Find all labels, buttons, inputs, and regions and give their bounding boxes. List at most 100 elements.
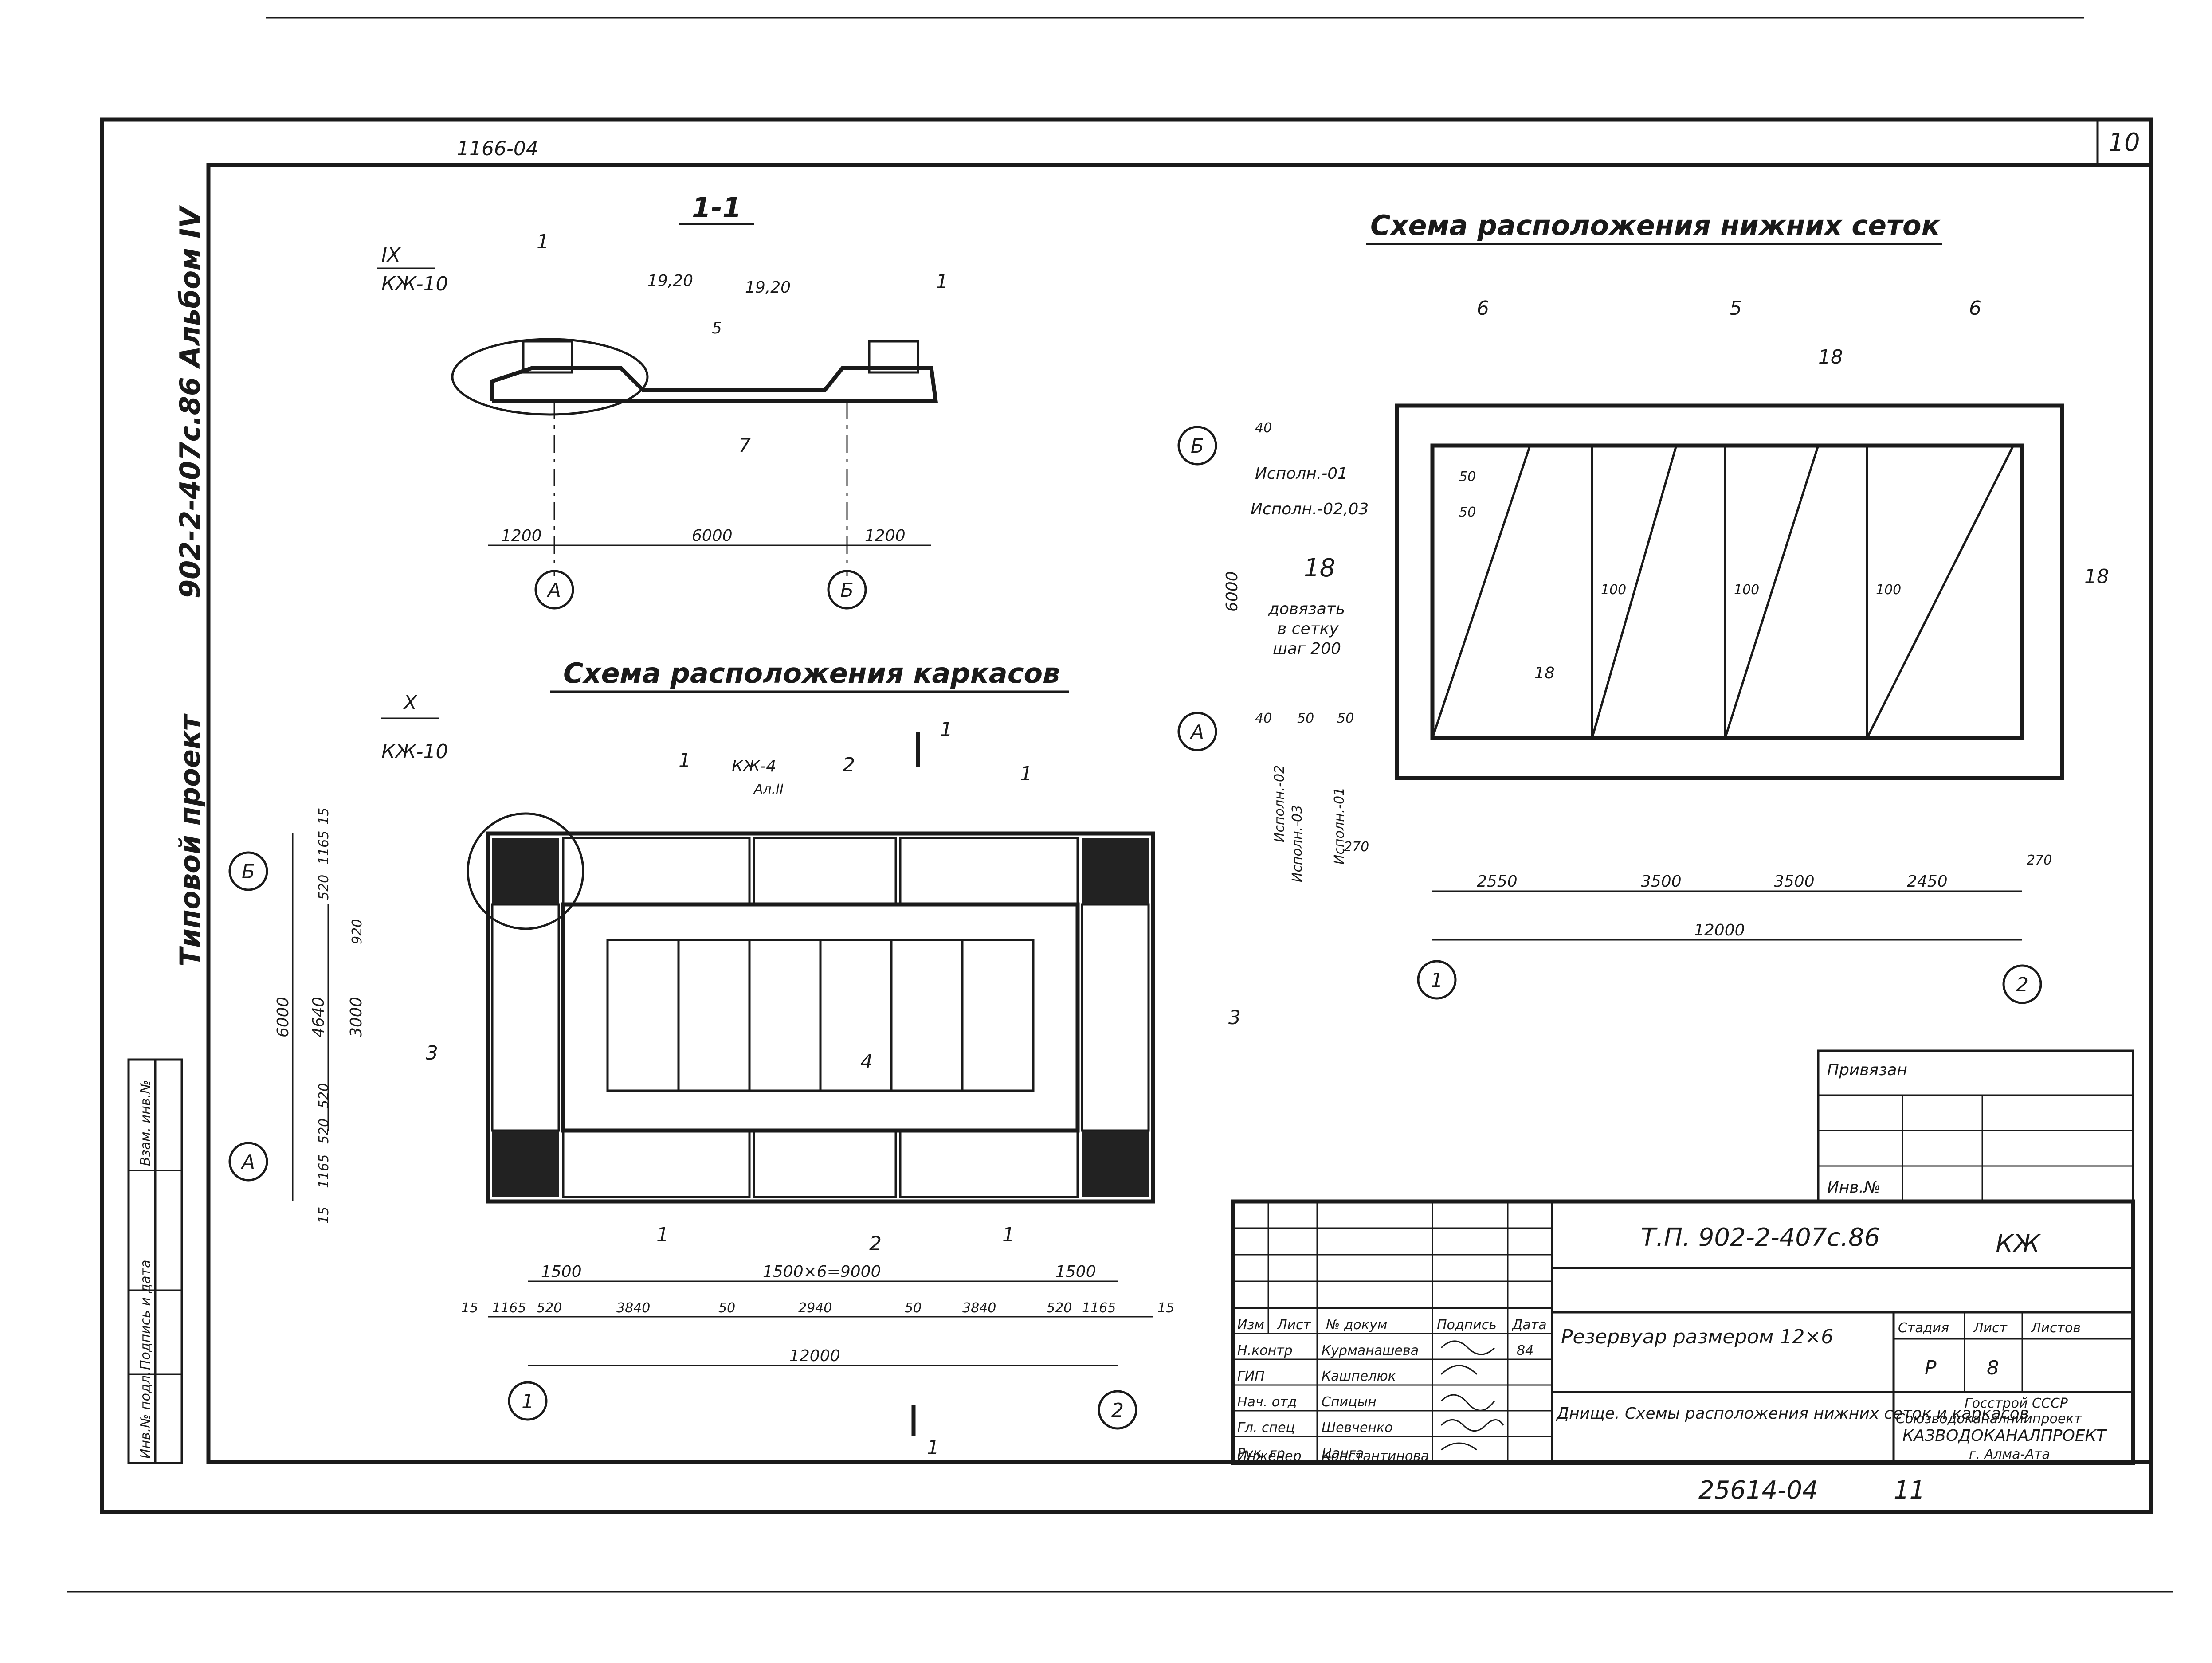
frames-scheme: Схема расположения каркасов X КЖ-10 КЖ-4…	[228, 657, 1241, 1459]
frames-total: 12000	[789, 1347, 840, 1365]
corner-grid-tr	[1082, 838, 1149, 904]
mesh-exec-02-03: Исполн.-02,03	[1251, 500, 1369, 518]
frames-axis-1: 1	[522, 1390, 534, 1413]
mesh-label-18a: 18	[1818, 346, 1843, 368]
frames-node-circle	[467, 812, 584, 930]
mesh-dim-1: 2550	[1477, 873, 1518, 891]
frames-label-3b: 3	[1228, 1006, 1241, 1029]
frames-bdim-3840a: 3840	[616, 1300, 650, 1316]
frames-label-2a: 2	[843, 754, 855, 776]
frames-span-1500a: 1500	[541, 1263, 582, 1281]
mesh-axis-a: А	[1189, 721, 1204, 743]
left-stamp: Инв.№ подл. Подпись и дата Взам. инв.№	[127, 1058, 183, 1464]
role-2: ГИП	[1237, 1369, 1265, 1384]
tb-sheets-label: Листов	[2031, 1320, 2081, 1336]
mesh-exec-03: Исполн.-03	[1290, 805, 1305, 882]
mesh-axis-b: Б	[1191, 435, 1204, 458]
frames-ldim-920: 920	[349, 919, 365, 944]
stamp-replace-inv: Взам. инв.№	[138, 1080, 153, 1166]
frames-label-4: 4	[860, 1051, 873, 1073]
mesh-small-dim-3: 50	[1459, 505, 1476, 520]
frame-kr3-right	[1081, 903, 1150, 1132]
frames-bdim-520a: 520	[537, 1300, 562, 1316]
frame-kr1-top-left	[562, 837, 751, 906]
frames-outer	[486, 831, 1155, 1204]
frames-bdim-15b: 15	[1157, 1300, 1174, 1316]
section-rib-right	[868, 340, 919, 374]
tb-drawing: Днище. Схемы расположения нижних сеток и…	[1556, 1405, 2029, 1423]
mesh-dim-2: 3500	[1641, 873, 1682, 891]
frames-bdim-1165a: 1165	[492, 1300, 526, 1316]
frames-ldim-4640: 4640	[310, 997, 328, 1037]
mesh-axis-1: 1	[1431, 969, 1443, 992]
hdr-izm: Изм	[1237, 1317, 1264, 1333]
name-5: Цанга	[1322, 1446, 1364, 1461]
mesh-note-2: в сетку	[1277, 620, 1339, 638]
frame-kr3-left	[491, 903, 560, 1132]
mesh-axis-2: 2	[2016, 974, 2028, 996]
section-label-7: 7	[738, 434, 751, 457]
frames-node-ref: X	[403, 692, 417, 714]
section-rib-left	[522, 340, 573, 374]
mesh-exec-02: Исполн.-02	[1272, 765, 1287, 842]
mesh-note-1: довязать	[1268, 600, 1345, 618]
frames-cut-label-top: 1	[940, 718, 953, 741]
tb-archive-sheet: 11	[1894, 1476, 1925, 1505]
section-node-ellipse	[451, 338, 649, 416]
archive-number-top: 1166-04	[457, 137, 538, 160]
frames-label-1b: 1	[1020, 763, 1032, 785]
mesh-small-dim-2: 50	[1459, 469, 1476, 485]
frame-kr2-bottom	[753, 1129, 897, 1198]
stamp-inv-podl: Инв.№ подл.	[138, 1371, 153, 1459]
tb-org3: КАЗВОДОКАНАЛПРОЕКТ	[1902, 1427, 2107, 1445]
mesh-exec-01: Исполн.-01	[1255, 465, 1348, 483]
frames-bdim-1165b: 1165	[1082, 1300, 1116, 1316]
role-3: Нач. отд	[1237, 1394, 1297, 1410]
corner-grid-bl	[492, 1131, 559, 1197]
hdr-list: Лист	[1277, 1317, 1312, 1333]
tb-org1: Госстрой СССР	[1965, 1396, 2068, 1411]
date-1: 84	[1517, 1343, 1533, 1358]
frames-bdim-50a: 50	[718, 1300, 735, 1316]
section-dim-2: 6000	[692, 527, 733, 545]
frames-label-1a: 1	[679, 749, 691, 772]
mesh-small-dim-1: 40	[1255, 420, 1272, 436]
mesh-outer-contour	[1395, 403, 2064, 780]
mesh-edge-dim-2: 270	[2027, 853, 2052, 868]
mesh-label-5: 5	[1730, 297, 1742, 320]
tb-code: Т.П. 902-2-407с.86	[1641, 1223, 1880, 1252]
mesh-small-dim-5: 50	[1297, 711, 1314, 726]
tb-sheet: 8	[1987, 1357, 1999, 1379]
sheet-number-box	[2096, 119, 2151, 166]
section-1-1: 1-1 IX КЖ-10 1 19,20 19,20 5 1 7 1200 60…	[377, 192, 948, 610]
mesh-gap-3: 100	[1876, 582, 1901, 598]
section-label-19-20b: 19,20	[745, 278, 791, 297]
hdr-sign: Подпись	[1437, 1317, 1497, 1333]
section-axis-a: А	[546, 579, 561, 602]
frame-kr1-bottom-left	[562, 1129, 751, 1198]
frames-ldim-520a: 520	[316, 875, 332, 900]
name-2: Кашпелюк	[1322, 1369, 1396, 1384]
frames-cut-label-bottom: 1	[927, 1436, 939, 1459]
frames-span-9000: 1500×6=9000	[763, 1263, 881, 1281]
role-1: Н.контр	[1237, 1343, 1293, 1358]
frames-axis-2: 2	[1111, 1399, 1124, 1422]
stamp-signature-date: Подпись и дата	[138, 1260, 153, 1370]
role-6: Инженер	[1237, 1448, 1302, 1464]
section-axis-b: Б	[840, 579, 854, 602]
section-node-sheet: КЖ-10	[381, 273, 448, 295]
tb-stage-label: Стадия	[1898, 1320, 1949, 1336]
mesh-note-18: 18	[1304, 554, 1335, 583]
frames-label-3a: 3	[426, 1042, 438, 1064]
bottom-mesh-scheme: Схема расположения нижних сеток 6 5 6 18…	[1177, 209, 2109, 1004]
frames-bdim-50b: 50	[905, 1300, 922, 1316]
frames-bdim-520b: 520	[1047, 1300, 1072, 1316]
section-dim-1: 1200	[501, 527, 542, 545]
role-5: Рук. гр.	[1237, 1446, 1289, 1461]
frame-kr2-top	[753, 837, 897, 906]
frames-bdim-3840b: 3840	[962, 1300, 996, 1316]
frames-axis-a: А	[240, 1151, 255, 1174]
frames-ldim-1165a: 1165	[316, 831, 332, 865]
frames-node-sheet: КЖ-10	[381, 740, 448, 763]
